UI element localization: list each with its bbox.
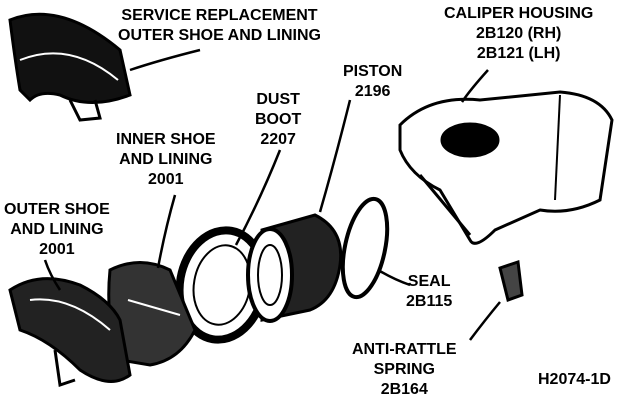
seal-label: SEAL 2B115	[406, 272, 452, 312]
label-line: DUST	[256, 91, 300, 108]
inner-shoe-label: INNER SHOE AND LINING 2001	[116, 130, 216, 190]
label-line: 2B164	[380, 381, 428, 398]
outer-shoe-part	[8, 277, 132, 387]
label-line: SERVICE REPLACEMENT	[121, 7, 318, 24]
label-line: OUTER SHOE AND LINING	[118, 27, 321, 44]
label-line: SPRING	[373, 361, 435, 378]
service-outer-shoe-part	[8, 12, 132, 122]
label-line: INNER SHOE	[116, 131, 216, 148]
dust-boot-label: DUST BOOT 2207	[255, 90, 301, 150]
label-line: PISTON	[343, 63, 403, 80]
label-line: 2B120 (RH)	[475, 25, 562, 42]
label-line: BOOT	[255, 111, 302, 128]
label-line: OUTER SHOE	[4, 201, 110, 218]
label-line: 2196	[354, 83, 391, 100]
label-line: 2001	[147, 171, 184, 188]
anti-rattle-spring-part	[498, 259, 524, 302]
anti-rattle-spring-label: ANTI-RATTLE SPRING 2B164	[352, 340, 457, 400]
caliper-housing-label: CALIPER HOUSING 2B120 (RH) 2B121 (LH)	[444, 4, 593, 64]
figure-id: H2074-1D	[538, 371, 611, 388]
label-line: ANTI-RATTLE	[352, 341, 457, 358]
label-line: AND LINING	[10, 221, 104, 238]
label-line: 2B121 (LH)	[476, 45, 561, 62]
service-outer-shoe-label: SERVICE REPLACEMENT OUTER SHOE AND LININ…	[118, 6, 321, 46]
caliper-housing-part	[398, 90, 614, 245]
label-line: 2001	[39, 241, 75, 258]
inner-shoe-part	[107, 261, 197, 367]
label-line: SEAL	[407, 273, 451, 290]
piston-label: PISTON 2196	[343, 62, 402, 102]
label-line: AND LINING	[119, 151, 213, 168]
label-line: 2B115	[406, 293, 453, 310]
piston-part	[246, 213, 343, 323]
label-line: CALIPER HOUSING	[444, 5, 594, 22]
seal-part	[340, 196, 390, 300]
outer-shoe-label: OUTER SHOE AND LINING 2001	[4, 200, 110, 260]
leader-lines	[43, 48, 501, 341]
label-line: 2207	[260, 131, 296, 148]
